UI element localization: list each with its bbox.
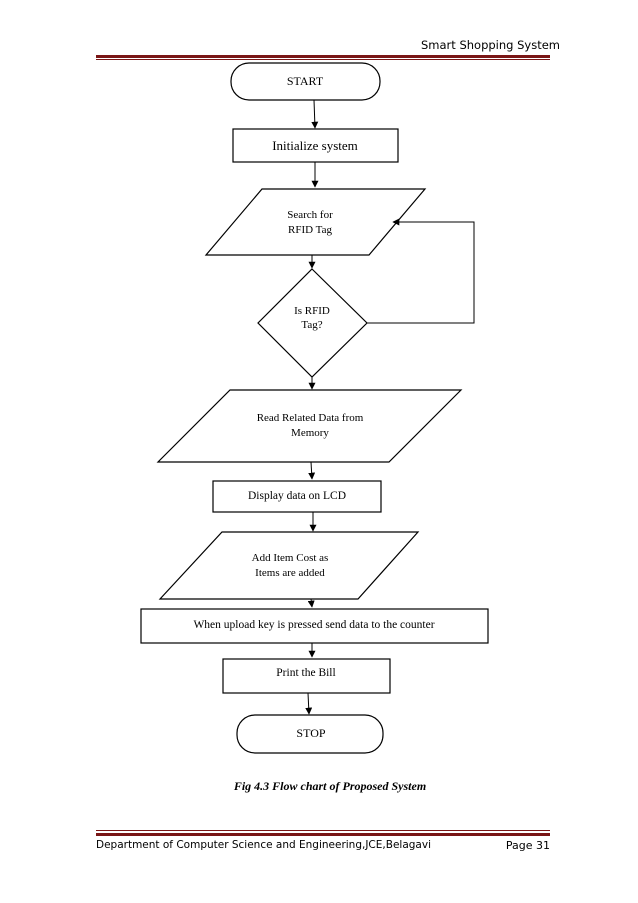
start-terminator <box>230 62 381 101</box>
initialize-process <box>232 128 399 163</box>
arrow-print-stop <box>305 692 313 715</box>
arrow-read-display <box>308 461 316 480</box>
display-label: Display data on LCD <box>248 490 346 502</box>
arrow-add-upload <box>307 598 315 608</box>
footer-rule-thin <box>96 830 550 831</box>
upload-process <box>140 608 489 644</box>
search-input-output <box>204 188 427 256</box>
read-data-input-output <box>156 389 463 463</box>
search-label-line1: Search for <box>287 209 333 221</box>
add-item-input-output <box>158 531 420 600</box>
page-header-title: Smart Shopping System <box>421 38 560 52</box>
loop-back-arrow <box>367 218 475 324</box>
decision-label-line1: Is RFID <box>294 305 330 317</box>
initialize-label: Initialize system <box>272 138 358 153</box>
search-label-line2: RFID Tag <box>288 224 332 236</box>
footer-page-number: Page 31 <box>505 839 550 852</box>
footer-rule <box>96 833 550 836</box>
upload-label: When upload key is pressed send data to … <box>193 619 434 631</box>
figure-caption: Fig 4.3 Flow chart of Proposed System <box>233 779 426 793</box>
add-label-line1: Add Item Cost as <box>252 552 329 564</box>
header-rule-thin <box>96 59 550 60</box>
read-label-line2: Memory <box>291 427 329 439</box>
print-process <box>222 658 391 694</box>
header-rule <box>96 55 550 58</box>
read-label-line1: Read Related Data from <box>257 412 364 424</box>
print-label: Print the Bill <box>276 667 335 679</box>
display-process <box>212 480 382 513</box>
stop-label: STOP <box>296 726 325 740</box>
start-label: START <box>287 74 324 88</box>
decision-label-line2: Tag? <box>301 319 322 331</box>
stop-terminator <box>236 714 384 754</box>
add-label-line2: Items are added <box>255 567 325 579</box>
arrow-start-init <box>311 99 319 129</box>
footer-department: Department of Computer Science and Engin… <box>96 839 431 851</box>
